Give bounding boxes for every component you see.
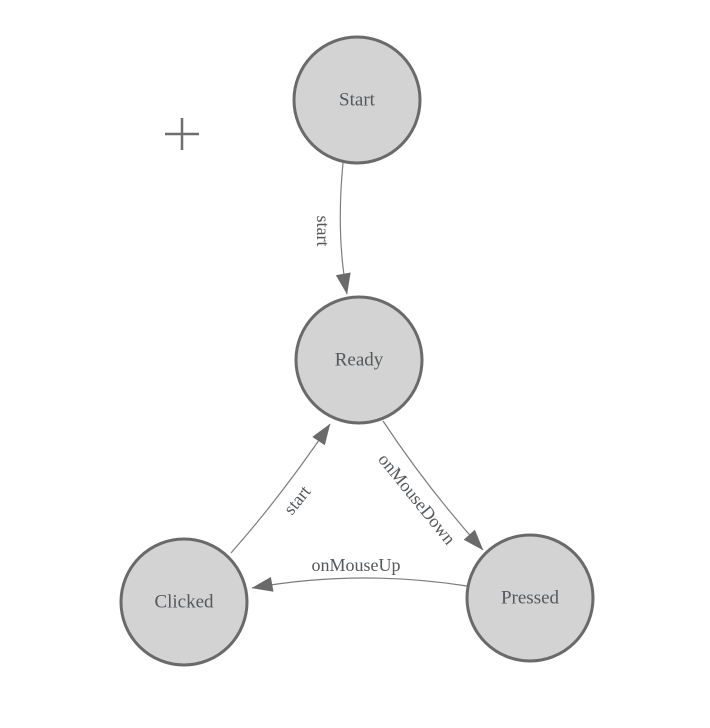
state-node-ready[interactable]: Ready [294, 295, 424, 425]
transition-label-ready-to-pressed: onMouseDown [374, 450, 459, 549]
transition-label-start-to-ready: start [313, 216, 333, 247]
transition-ready-to-pressed[interactable]: onMouseDown [374, 420, 484, 551]
state-circle-ready[interactable] [294, 295, 424, 425]
crosshair-cursor-icon [165, 118, 199, 150]
transition-start-to-ready[interactable]: start [313, 162, 351, 295]
transition-line-ready-to-pressed[interactable] [382, 420, 484, 551]
transition-label-pressed-to-clicked: onMouseUp [312, 555, 401, 575]
transition-line-pressed-to-clicked[interactable] [251, 577, 468, 592]
transition-pressed-to-clicked[interactable]: onMouseUp [251, 555, 468, 592]
state-circle-clicked[interactable] [119, 537, 249, 667]
state-node-start[interactable]: Start [292, 35, 422, 165]
transition-clicked-to-ready[interactable]: start [230, 423, 331, 554]
state-node-pressed[interactable]: Pressed [465, 533, 595, 663]
state-circle-pressed[interactable] [465, 533, 595, 663]
transition-line-clicked-to-ready[interactable] [230, 423, 331, 554]
cursor-layer [165, 118, 199, 150]
transition-line-start-to-ready[interactable] [335, 162, 351, 295]
state-circle-start[interactable] [292, 35, 422, 165]
state-node-clicked[interactable]: Clicked [119, 537, 249, 667]
